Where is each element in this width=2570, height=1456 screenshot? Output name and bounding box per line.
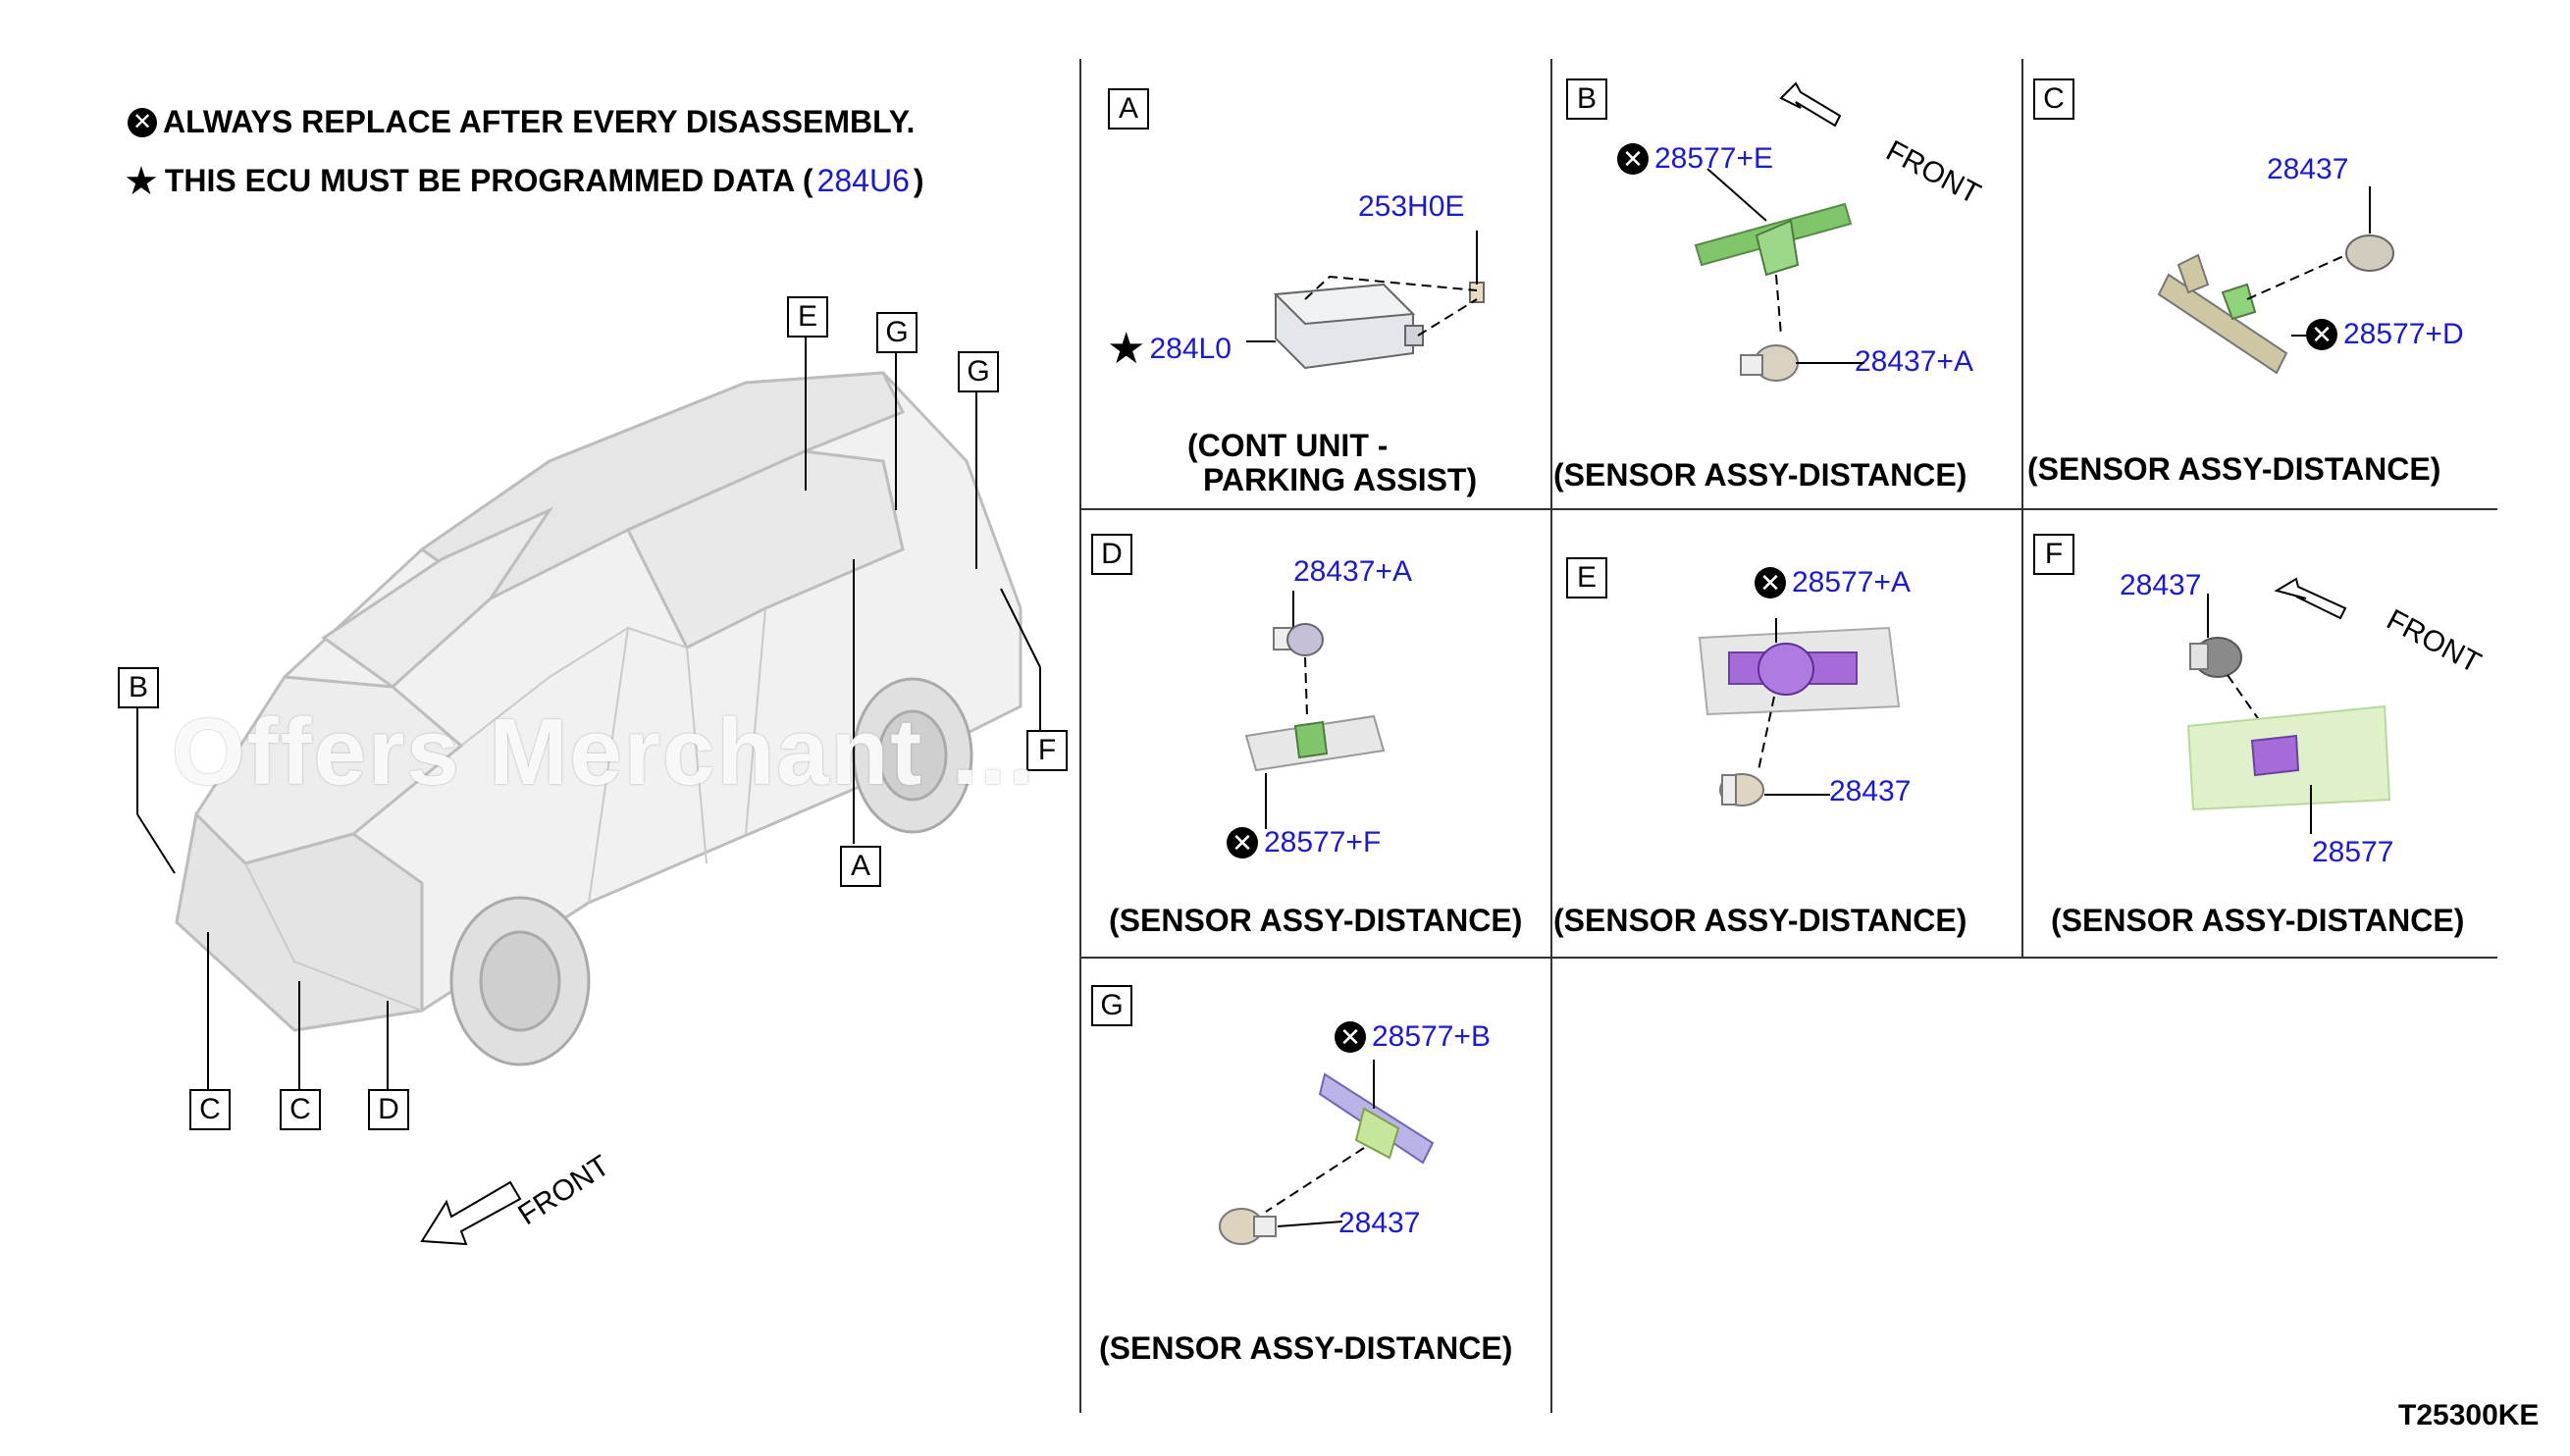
panel-c-part-28437[interactable]: 28437 bbox=[2267, 153, 2349, 185]
panel-a-caption-line2: PARKING ASSIST) bbox=[1203, 462, 1478, 497]
vehicle-label-d: D bbox=[368, 1089, 409, 1130]
panel-a-caption-line1: (CONT UNIT - bbox=[1187, 428, 1389, 463]
panel-f-part-28437[interactable]: 28437 bbox=[2120, 569, 2202, 601]
panel-d-part-28437a[interactable]: 28437+A bbox=[1293, 555, 1412, 588]
x-circle-icon: ✕ bbox=[1617, 143, 1649, 175]
panel-b-caption: (SENSOR ASSY-DISTANCE) bbox=[1553, 457, 1967, 493]
panel-d-caption: (SENSOR ASSY-DISTANCE) bbox=[1109, 903, 1523, 938]
vehicle-label-a: A bbox=[840, 846, 881, 887]
drawing-code: T25300KE bbox=[2398, 1399, 2540, 1431]
panel-a-letter: A bbox=[1108, 88, 1149, 130]
panel-g-part-28577b[interactable]: ✕28577+B bbox=[1335, 1020, 1491, 1054]
panel-b-part-28577e[interactable]: ✕28577+E bbox=[1617, 142, 1773, 176]
vehicle-label-b: B bbox=[118, 667, 159, 708]
panel-d-drawing bbox=[1244, 591, 1386, 829]
panel-f-part-28577[interactable]: 28577 bbox=[2312, 836, 2394, 868]
grid-vertical-2 bbox=[1550, 59, 1552, 1413]
grid-horizontal-1 bbox=[1079, 508, 2497, 510]
panel-a-drawing bbox=[1246, 231, 1485, 370]
panel-e-caption: (SENSOR ASSY-DISTANCE) bbox=[1553, 903, 1967, 938]
panel-e-letter: E bbox=[1566, 557, 1607, 598]
panel-f-drawing: FRONT bbox=[2186, 577, 2487, 834]
panel-e-drawing bbox=[1698, 618, 1901, 806]
x-circle-icon: ✕ bbox=[2306, 319, 2337, 350]
vehicle-label-c1: C bbox=[189, 1089, 231, 1130]
panel-e-part-28577a[interactable]: ✕28577+A bbox=[1755, 566, 1911, 599]
vehicle-front-label: FRONT bbox=[512, 1149, 615, 1231]
panel-f-letter: F bbox=[2033, 534, 2074, 575]
panel-f-caption: (SENSOR ASSY-DISTANCE) bbox=[2051, 903, 2465, 938]
replace-note: ✕ ALWAYS REPLACE AFTER EVERY DISASSEMBLY… bbox=[128, 104, 915, 140]
x-circle-icon: ✕ bbox=[1755, 567, 1786, 598]
vehicle-label-f: F bbox=[1026, 730, 1068, 771]
panel-g-drawing bbox=[1219, 1060, 1435, 1245]
vehicle-label-e: E bbox=[787, 296, 828, 338]
vehicle-label-g1: G bbox=[876, 312, 918, 353]
vehicle-label-g2: G bbox=[958, 351, 999, 392]
ecu-note: ★ THIS ECU MUST BE PROGRAMMED DATA ( 284… bbox=[124, 159, 924, 203]
panel-b-front-label: FRONT bbox=[1881, 134, 1986, 211]
panel-d-part-28577f[interactable]: ✕28577+F bbox=[1227, 826, 1381, 859]
panel-g-caption: (SENSOR ASSY-DISTANCE) bbox=[1099, 1330, 1513, 1366]
panel-b-drawing: FRONT bbox=[1694, 81, 1986, 382]
x-circle-icon: ✕ bbox=[1335, 1021, 1366, 1053]
panel-c-letter: C bbox=[2033, 78, 2074, 120]
panel-a-part-253h0e[interactable]: 253H0E bbox=[1358, 190, 1465, 223]
panel-e-part-28437[interactable]: 28437 bbox=[1829, 775, 1912, 807]
panel-b-letter: B bbox=[1566, 78, 1607, 120]
ecu-code-link[interactable]: 284U6 bbox=[816, 163, 910, 198]
star-icon: ★ bbox=[1107, 325, 1146, 373]
vehicle-illustration: FRONT bbox=[136, 334, 1041, 1246]
watermark-text: Offers Merchant ... bbox=[172, 700, 1036, 805]
x-circle-icon: ✕ bbox=[128, 107, 157, 137]
panel-a-part-284l0[interactable]: ★ 284L0 bbox=[1107, 325, 1232, 373]
panel-c-drawing bbox=[2157, 186, 2394, 375]
grid-vertical-1 bbox=[1079, 59, 1081, 1413]
panel-d-letter: D bbox=[1091, 534, 1132, 575]
grid-vertical-3 bbox=[2021, 59, 2023, 957]
star-icon: ★ bbox=[124, 159, 159, 203]
panel-c-caption: (SENSOR ASSY-DISTANCE) bbox=[2027, 451, 2441, 487]
grid-horizontal-2 bbox=[1079, 957, 2497, 959]
panel-c-part-28577d[interactable]: ✕28577+D bbox=[2306, 318, 2464, 351]
x-circle-icon: ✕ bbox=[1227, 827, 1258, 858]
panel-g-part-28437[interactable]: 28437 bbox=[1338, 1207, 1421, 1239]
panel-g-letter: G bbox=[1091, 985, 1132, 1026]
panel-f-front-label: FRONT bbox=[2382, 603, 2487, 680]
panel-b-part-28437a[interactable]: 28437+A bbox=[1855, 345, 1973, 378]
vehicle-label-c2: C bbox=[280, 1089, 321, 1130]
